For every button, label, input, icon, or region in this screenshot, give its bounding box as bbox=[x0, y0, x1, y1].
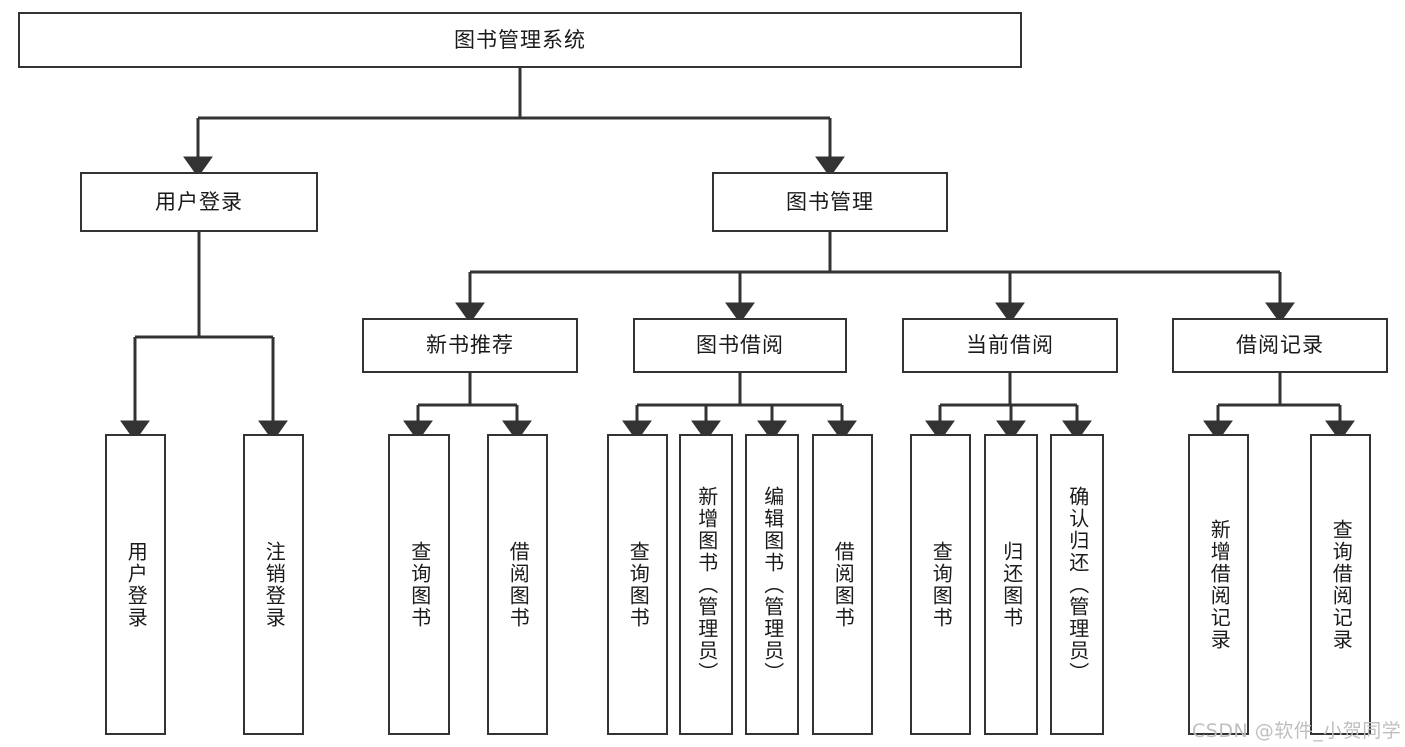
node-current-borrow[interactable]: 当前借阅 bbox=[902, 318, 1118, 373]
leaf-label: 编辑图书（管理员） bbox=[760, 485, 785, 684]
leaf-node[interactable]: 查询图书 bbox=[388, 434, 450, 735]
node-book-borrow[interactable]: 图书借阅 bbox=[633, 318, 847, 373]
leaf-label: 查询图书 bbox=[407, 540, 432, 629]
leaf-node[interactable]: 新增借阅记录 bbox=[1188, 434, 1249, 735]
leaf-label: 查询图书 bbox=[929, 540, 954, 629]
leaf-label: 用户登录 bbox=[124, 540, 149, 629]
leaf-node[interactable]: 借阅图书 bbox=[487, 434, 548, 735]
leaf-node[interactable]: 查询图书 bbox=[607, 434, 668, 735]
node-borrow-record[interactable]: 借阅记录 bbox=[1172, 318, 1388, 373]
node-book-management[interactable]: 图书管理 bbox=[712, 172, 948, 232]
leaf-node[interactable]: 查询借阅记录 bbox=[1310, 434, 1371, 735]
leaf-label: 注销登录 bbox=[262, 540, 287, 629]
node-label: 图书管理 bbox=[786, 189, 874, 214]
node-label: 用户登录 bbox=[155, 189, 243, 214]
node-label: 当前借阅 bbox=[966, 333, 1054, 358]
leaf-label: 确认归还（管理员） bbox=[1065, 485, 1090, 684]
node-label: 图书管理系统 bbox=[454, 27, 586, 52]
leaf-label: 借阅图书 bbox=[831, 540, 856, 629]
node-user-login[interactable]: 用户登录 bbox=[80, 172, 318, 232]
leaf-node[interactable]: 查询图书 bbox=[910, 434, 971, 735]
node-label: 借阅记录 bbox=[1236, 333, 1324, 358]
node-root-system[interactable]: 图书管理系统 bbox=[18, 12, 1022, 68]
leaf-node[interactable]: 新增图书（管理员） bbox=[679, 434, 733, 735]
leaf-label: 借阅图书 bbox=[506, 540, 531, 629]
leaf-label: 查询借阅记录 bbox=[1329, 518, 1354, 651]
leaf-node[interactable]: 用户登录 bbox=[105, 434, 166, 735]
node-label: 新书推荐 bbox=[426, 333, 514, 358]
leaf-label: 新增借阅记录 bbox=[1207, 518, 1232, 651]
leaf-node[interactable]: 归还图书 bbox=[984, 434, 1038, 735]
leaf-label: 归还图书 bbox=[999, 540, 1024, 629]
leaf-node[interactable]: 借阅图书 bbox=[812, 434, 873, 735]
node-label: 图书借阅 bbox=[696, 333, 784, 358]
leaf-label: 查询图书 bbox=[626, 540, 651, 629]
node-new-book-recommend[interactable]: 新书推荐 bbox=[362, 318, 578, 373]
leaf-node[interactable]: 确认归还（管理员） bbox=[1050, 434, 1104, 735]
leaf-label: 新增图书（管理员） bbox=[694, 485, 719, 684]
leaf-node[interactable]: 注销登录 bbox=[243, 434, 304, 735]
leaf-node[interactable]: 编辑图书（管理员） bbox=[745, 434, 799, 735]
